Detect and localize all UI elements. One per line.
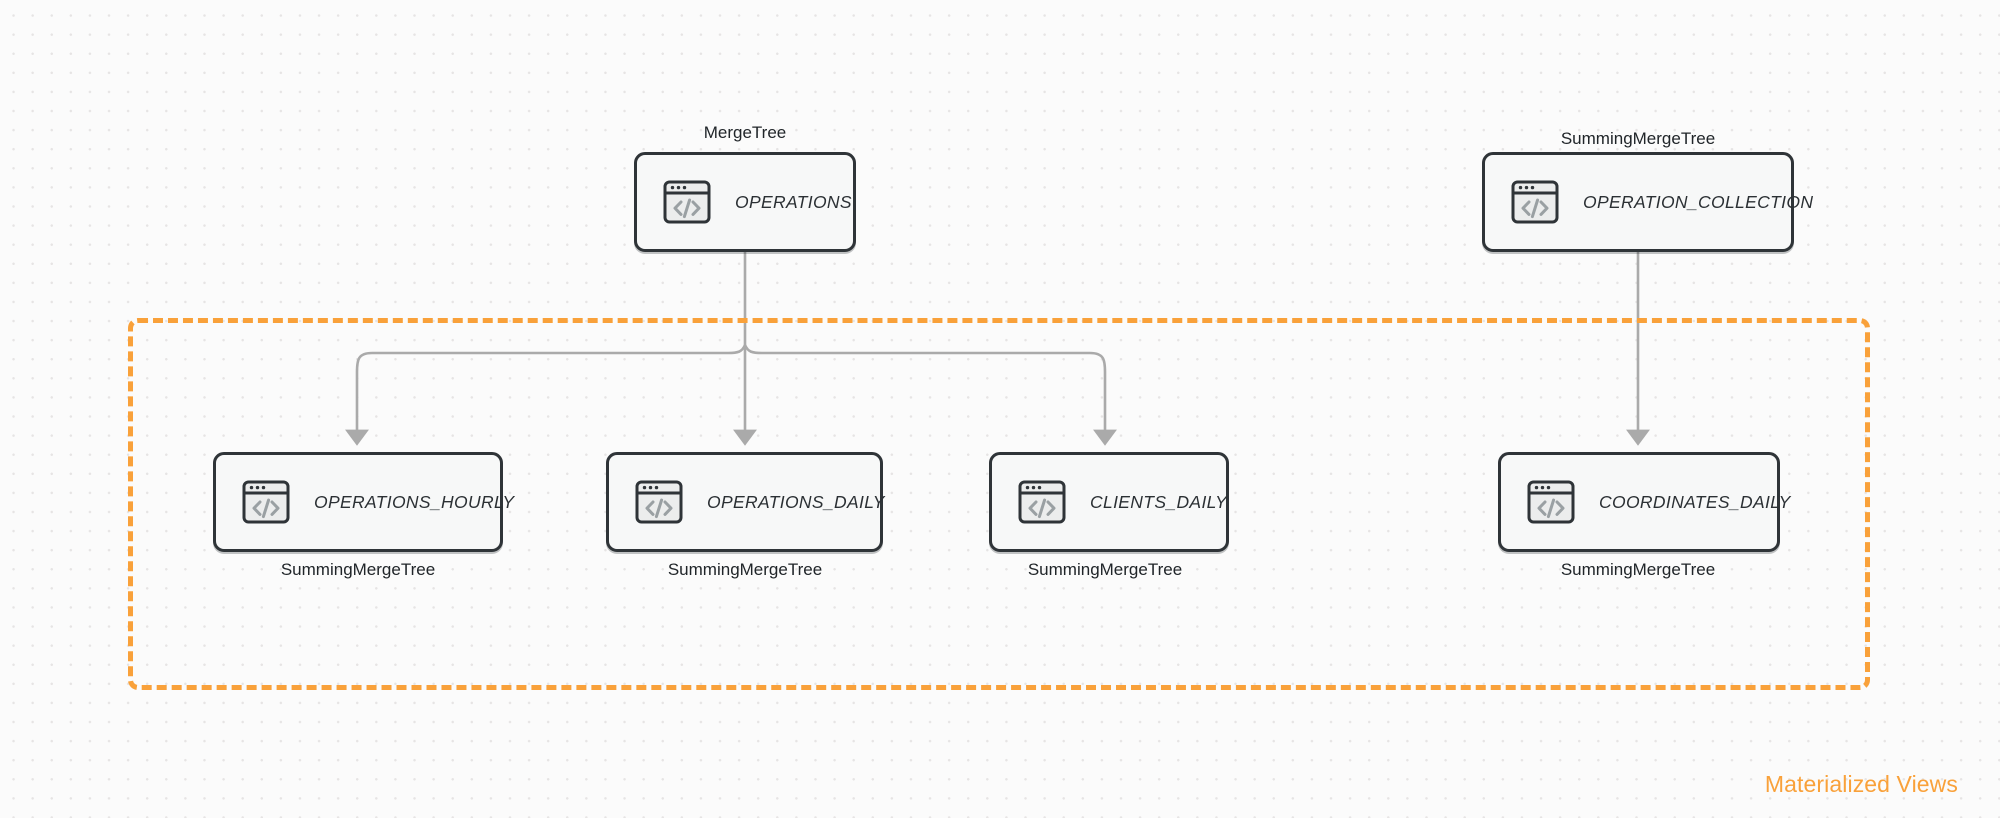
node-table-name: COORDINATES_DAILY bbox=[1599, 491, 1791, 512]
edge-operations-to-operations-hourly bbox=[345, 344, 747, 446]
node-operation-collection[interactable]: OPERATION_COLLECTION bbox=[1482, 152, 1813, 252]
code-window-icon bbox=[242, 480, 290, 524]
engine-label-clients-daily: SummingMergeTree bbox=[1027, 560, 1183, 579]
engine-label-operation-collection: SummingMergeTree bbox=[1560, 129, 1716, 148]
code-window-icon bbox=[1511, 180, 1559, 224]
engine-label-operations-daily: SummingMergeTree bbox=[667, 560, 823, 579]
node-coordinates-daily[interactable]: COORDINATES_DAILY bbox=[1498, 452, 1790, 552]
materialized-views-label: Materialized Views bbox=[1764, 771, 1958, 797]
engine-label-operations: MergeTree bbox=[703, 123, 787, 142]
node-table-name: OPERATION_COLLECTION bbox=[1583, 191, 1814, 212]
code-window-icon bbox=[635, 480, 683, 524]
materialized-views-group bbox=[128, 318, 1870, 690]
edge-operations-to-clients-daily bbox=[743, 344, 1117, 446]
code-window-icon bbox=[663, 180, 711, 224]
node-table-name: OPERATIONS_HOURLY bbox=[314, 491, 515, 512]
engine-label-operations-hourly: SummingMergeTree bbox=[280, 560, 436, 579]
node-operations-hourly[interactable]: OPERATIONS_HOURLY bbox=[213, 452, 514, 552]
node-operations[interactable]: OPERATIONS bbox=[634, 152, 856, 252]
node-table-name: OPERATIONS bbox=[735, 191, 852, 212]
node-table-name: OPERATIONS_DAILY bbox=[707, 491, 885, 512]
engine-label-coordinates-daily: SummingMergeTree bbox=[1560, 560, 1716, 579]
code-window-icon bbox=[1527, 480, 1575, 524]
node-operations-daily[interactable]: OPERATIONS_DAILY bbox=[606, 452, 885, 552]
node-table-name: CLIENTS_DAILY bbox=[1090, 491, 1228, 512]
node-clients-daily[interactable]: CLIENTS_DAILY bbox=[989, 452, 1229, 552]
code-window-icon bbox=[1018, 480, 1066, 524]
